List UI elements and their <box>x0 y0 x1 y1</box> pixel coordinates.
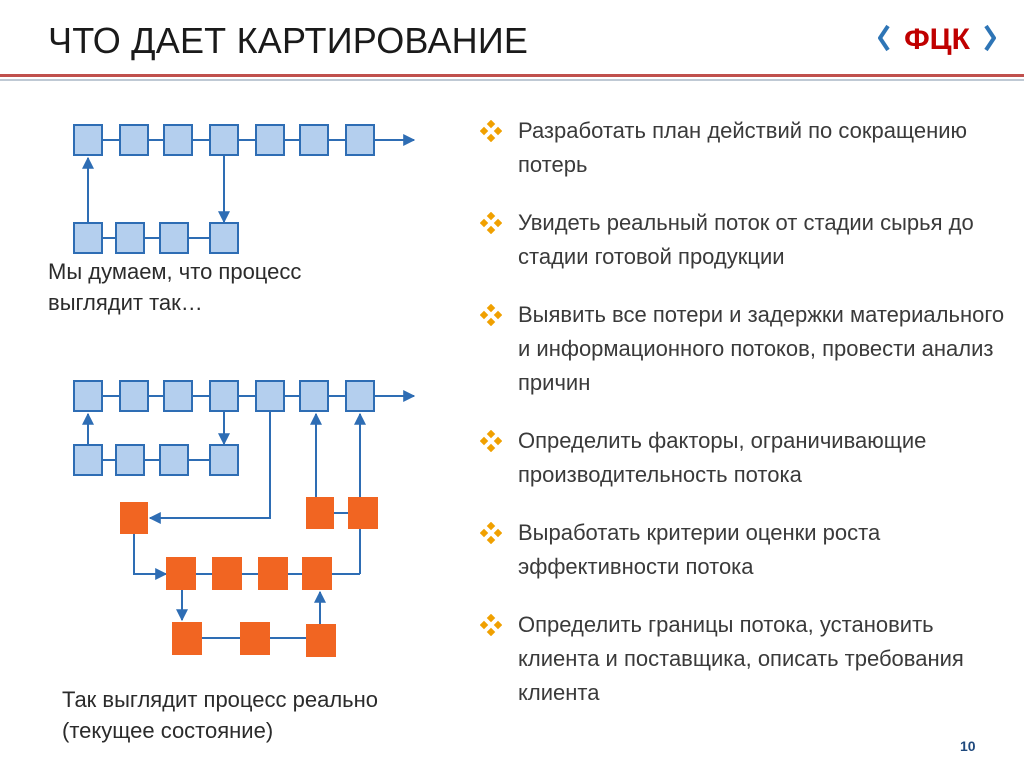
real-top-box-5 <box>255 380 285 412</box>
real-top-box-7 <box>345 380 375 412</box>
list-item: Выявить все потери и задержки материальн… <box>480 298 1020 400</box>
waste-box-pair-1 <box>306 497 334 529</box>
page-title: ЧТО ДАЕТ КАРТИРОВАНИЕ <box>48 20 529 61</box>
list-item: Выработать критерии оценки роста эффекти… <box>480 516 1020 584</box>
waste-bottom-box-1 <box>172 622 202 655</box>
list-item-text: Определить факторы, ограничивающие произ… <box>518 428 927 487</box>
real-detour-arrow <box>133 534 168 580</box>
header-rule-red <box>0 74 1024 77</box>
list-item-text: Выработать критерии оценки роста эффекти… <box>518 520 881 579</box>
real-top-box-2 <box>119 380 149 412</box>
ideal-top-box-4 <box>209 124 239 156</box>
ideal-bottom-box-1 <box>73 222 103 254</box>
list-item-text: Разработать план действий по сокращению … <box>518 118 968 177</box>
diamond-dots-icon <box>480 304 502 326</box>
ideal-bottom-box-2 <box>115 222 145 254</box>
list-item: Определить факторы, ограничивающие произ… <box>480 424 1020 492</box>
real-rework-arrow <box>148 411 271 524</box>
real-top-box-1 <box>73 380 103 412</box>
logo-text: ФЦК <box>904 23 971 56</box>
ideal-top-box-2 <box>119 124 149 156</box>
ideal-top-box-3 <box>163 124 193 156</box>
list-item-text: Увидеть реальный поток от стадии сырья д… <box>518 210 974 269</box>
diamond-dots-icon <box>480 212 502 234</box>
real-caption: Так выглядит процесс реально (текущее со… <box>62 687 379 743</box>
real-inner-box-4 <box>209 444 239 476</box>
waste-middle-box-1 <box>166 557 196 590</box>
list-item-text: Определить границы потока, установить кл… <box>518 612 964 705</box>
waste-bottom-box-2 <box>240 622 270 655</box>
ideal-bottom-box-3 <box>159 222 189 254</box>
list-item: Увидеть реальный поток от стадии сырья д… <box>480 206 1020 274</box>
waste-bottom-box-3 <box>306 624 336 657</box>
ideal-caption: Мы думаем, что процесс выглядит так… <box>48 259 302 315</box>
diamond-dots-icon <box>480 522 502 544</box>
waste-middle-box-2 <box>212 557 242 590</box>
benefits-list: Разработать план действий по сокращению … <box>480 114 1020 734</box>
diamond-dots-icon <box>480 120 502 142</box>
list-item-text: Выявить все потери и задержки материальн… <box>518 302 1005 395</box>
real-process-diagram <box>73 380 416 657</box>
real-top-box-4 <box>209 380 239 412</box>
diamond-dots-icon <box>480 430 502 452</box>
diamond-dots-icon <box>480 614 502 636</box>
ideal-top-box-6 <box>299 124 329 156</box>
ideal-bottom-box-4 <box>209 222 239 254</box>
ideal-process-diagram <box>73 124 416 254</box>
ideal-top-box-1 <box>73 124 103 156</box>
ideal-top-box-5 <box>255 124 285 156</box>
fck-logo-icon: ФЦК <box>878 23 996 56</box>
header-rule-grey <box>0 79 1024 81</box>
real-inner-box-1 <box>73 444 103 476</box>
list-item: Разработать план действий по сокращению … <box>480 114 1020 182</box>
waste-box-left <box>120 502 148 534</box>
ideal-top-box-7 <box>345 124 375 156</box>
waste-middle-box-4 <box>302 557 332 590</box>
waste-middle-box-3 <box>258 557 288 590</box>
list-item: Определить границы потока, установить кл… <box>480 608 1020 710</box>
real-top-box-6 <box>299 380 329 412</box>
value-stream-diagram <box>73 124 416 657</box>
page-number: 10 <box>960 738 976 754</box>
real-top-box-3 <box>163 380 193 412</box>
real-inner-box-2 <box>115 444 145 476</box>
waste-box-pair-2 <box>348 497 378 529</box>
real-inner-box-3 <box>159 444 189 476</box>
